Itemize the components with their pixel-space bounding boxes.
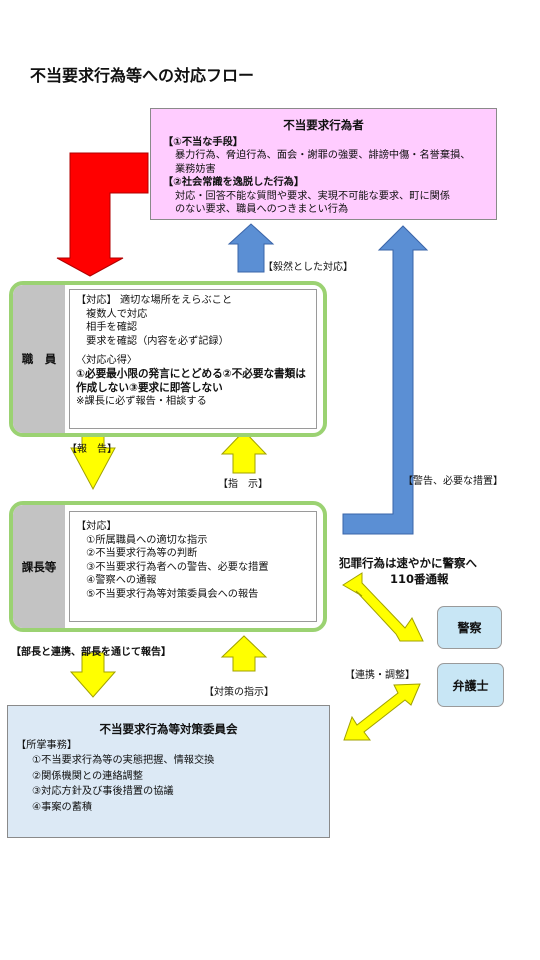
committee-heading: 不当要求行為等対策委員会: [99, 722, 238, 736]
yellow-down-arrow-report: [70, 429, 116, 491]
staff-line: 要求を確認（内容を必ず記録）: [76, 335, 229, 347]
offender-heading: 不当要求行為者: [283, 118, 364, 132]
staff-bold-line: ①必要最小限の発言にとどめる②不必要な書類は: [76, 367, 306, 380]
section1-line: 業務妨害: [175, 163, 216, 175]
dept-report-label: 【部長と連携、部長を通じて報告】: [11, 647, 171, 658]
committee-line: ①不当要求行為等の実態把握、情報交換: [32, 755, 215, 766]
chief-line: ②不当要求行為等の判断: [76, 548, 198, 560]
staff-bold-line: 作成しない③要求に即答しない: [76, 381, 223, 394]
chief-line: 【対応】: [76, 521, 117, 532]
staff-content: 【対応】 適切な場所をえらぶこと 複数人で対応 相手を確認 要求を確認（内容を必…: [69, 289, 317, 429]
report-label: 【報 告】: [67, 444, 117, 455]
police-box: 警察: [437, 606, 502, 649]
staff-box: 職 員 【対応】 適切な場所をえらぶこと 複数人で対応 相手を確認 要求を確認（…: [9, 281, 327, 437]
red-arrow: [56, 152, 149, 277]
chief-line: ⑤不当要求行為等対策委員会への報告: [76, 588, 259, 600]
section2-heading: 【②社会常識を逸脱した行為】: [163, 177, 305, 188]
committee-box: 不当要求行為等対策委員会 【所掌事務】 ①不当要求行為等の実態把握、情報交換 ②…: [7, 705, 330, 838]
chief-box: 課長等 【対応】 ①所属職員への適切な指示 ②不当要求行為等の判断 ③不当要求行…: [9, 501, 327, 632]
crime-label-line1: 犯罪行為は速やかに警察へ: [339, 556, 477, 570]
coordination-label: 【連携・調整】: [345, 670, 415, 681]
section2-line: 対応・回答不能な質問や要求、実現不可能な要求、町に関係: [175, 190, 451, 202]
staff-note: ※課長に必ず報告・相談する: [76, 396, 207, 408]
blue-up-arrow-small: [227, 223, 275, 273]
warning-label: 【警告、必要な措置】: [403, 476, 503, 487]
staff-line: 相手を確認: [76, 322, 138, 334]
yellow-up-arrow-measure: [220, 635, 268, 672]
yellow-double-arrow-lower: [343, 683, 421, 741]
measure-instruct-label: 【対策の指示】: [204, 687, 274, 698]
chief-line: ①所属職員への適切な指示: [76, 534, 208, 546]
resolute-label: 【毅然とした対応】: [263, 262, 353, 273]
lawyer-box: 弁護士: [437, 663, 504, 707]
committee-line: ③対応方針及び事後措置の協議: [32, 786, 174, 797]
chief-side-label: 課長等: [13, 505, 65, 628]
staff-line: 複数人で対応: [76, 308, 148, 320]
chief-line: ③不当要求行為者への警告、必要な措置: [76, 561, 269, 573]
section2-line: のない要求、職員へのつきまとい行為: [175, 204, 349, 215]
staff-side-label: 職 員: [13, 285, 65, 433]
blue-l-arrow: [342, 225, 429, 535]
instruct-label: 【指 示】: [218, 479, 268, 490]
chief-content: 【対応】 ①所属職員への適切な指示 ②不当要求行為等の判断 ③不当要求行為者への…: [69, 511, 317, 622]
committee-line: ②関係機関との連絡調整: [32, 770, 143, 782]
yellow-double-arrow-upper: [342, 572, 424, 642]
committee-duties-head: 【所掌事務】: [16, 739, 78, 751]
section1-heading: 【①不当な手段】: [163, 136, 243, 148]
chief-line: ④警察への通報: [76, 575, 157, 587]
offender-box: 不当要求行為者 【①不当な手段】 暴力行為、脅迫行為、面会・謝罪の強要、誹謗中傷…: [150, 108, 497, 220]
yellow-down-arrow-dept: [69, 652, 117, 698]
page-title: 不当要求行為等への対応フロー: [30, 66, 255, 85]
section1-line: 暴力行為、脅迫行為、面会・謝罪の強要、誹謗中傷・名誉棄損、: [175, 150, 471, 161]
committee-line: ④事案の蓄積: [32, 801, 93, 813]
staff-guideline-head: 〈対応心得〉: [76, 355, 138, 367]
yellow-up-arrow-instruct: [220, 430, 268, 474]
crime-label-line2: 110番通報: [390, 572, 449, 586]
staff-line: 【対応】 適切な場所をえらぶこと: [76, 295, 233, 306]
